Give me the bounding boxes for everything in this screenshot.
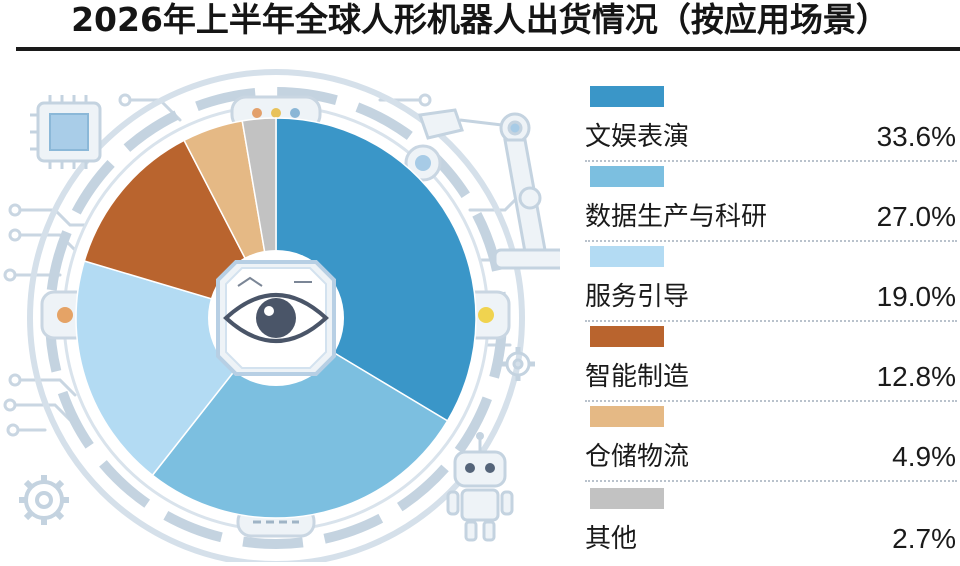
legend-value: 33.6%: [876, 121, 956, 152]
legend-item: 服务引导 19.0%: [580, 246, 960, 322]
chart-title: 2026年上半年全球人形机器人出货情况（按应用场景）: [71, 0, 889, 39]
legend-label: 智能制造: [585, 362, 690, 392]
legend-label: 其他: [585, 524, 638, 554]
chart-area: [0, 55, 567, 566]
legend-label: 服务引导: [585, 282, 690, 312]
robot-icon: [446, 432, 514, 542]
legend-divider: [585, 320, 957, 322]
legend-label: 数据生产与科研: [585, 202, 768, 232]
legend-swatch: [590, 166, 664, 187]
legend-value: 27.0%: [876, 201, 956, 232]
legend-value: 19.0%: [876, 281, 956, 312]
legend-divider: [585, 160, 957, 162]
gear-icon: [19, 475, 69, 525]
legend-item: 文娱表演 33.6%: [580, 86, 960, 162]
legend-value: 2.7%: [892, 523, 956, 554]
legend: 文娱表演 33.6% 数据生产与科研 27.0% 服务引导 19.0% 智能制造 12.8% 仓…: [580, 78, 960, 558]
legend-label: 仓储物流: [585, 442, 690, 472]
legend-swatch: [590, 246, 664, 267]
title-divider: [16, 47, 960, 51]
legend-item: 其他 2.7%: [580, 488, 960, 562]
donut-chart: [3, 69, 567, 566]
legend-swatch: [590, 326, 664, 347]
pie-slice-2: [151, 317, 449, 519]
legend-label: 文娱表演: [585, 122, 690, 152]
gear-icon-small: [501, 347, 535, 381]
ring-node-upper-right: [404, 144, 442, 182]
legend-swatch: [590, 86, 664, 107]
legend-item: 数据生产与科研 27.0%: [580, 166, 960, 242]
legend-divider: [585, 240, 957, 242]
legend-divider: [585, 480, 957, 482]
legend-value: 4.9%: [892, 441, 956, 472]
legend-item: 智能制造 12.8%: [580, 326, 960, 402]
cpu-chip-icon: [30, 95, 102, 169]
legend-swatch: [590, 488, 664, 509]
legend-item: 仓储物流 4.9%: [580, 406, 960, 482]
legend-swatch: [590, 406, 664, 427]
legend-value: 12.8%: [876, 361, 956, 392]
eye-icon: [223, 276, 329, 343]
legend-divider: [585, 400, 957, 402]
